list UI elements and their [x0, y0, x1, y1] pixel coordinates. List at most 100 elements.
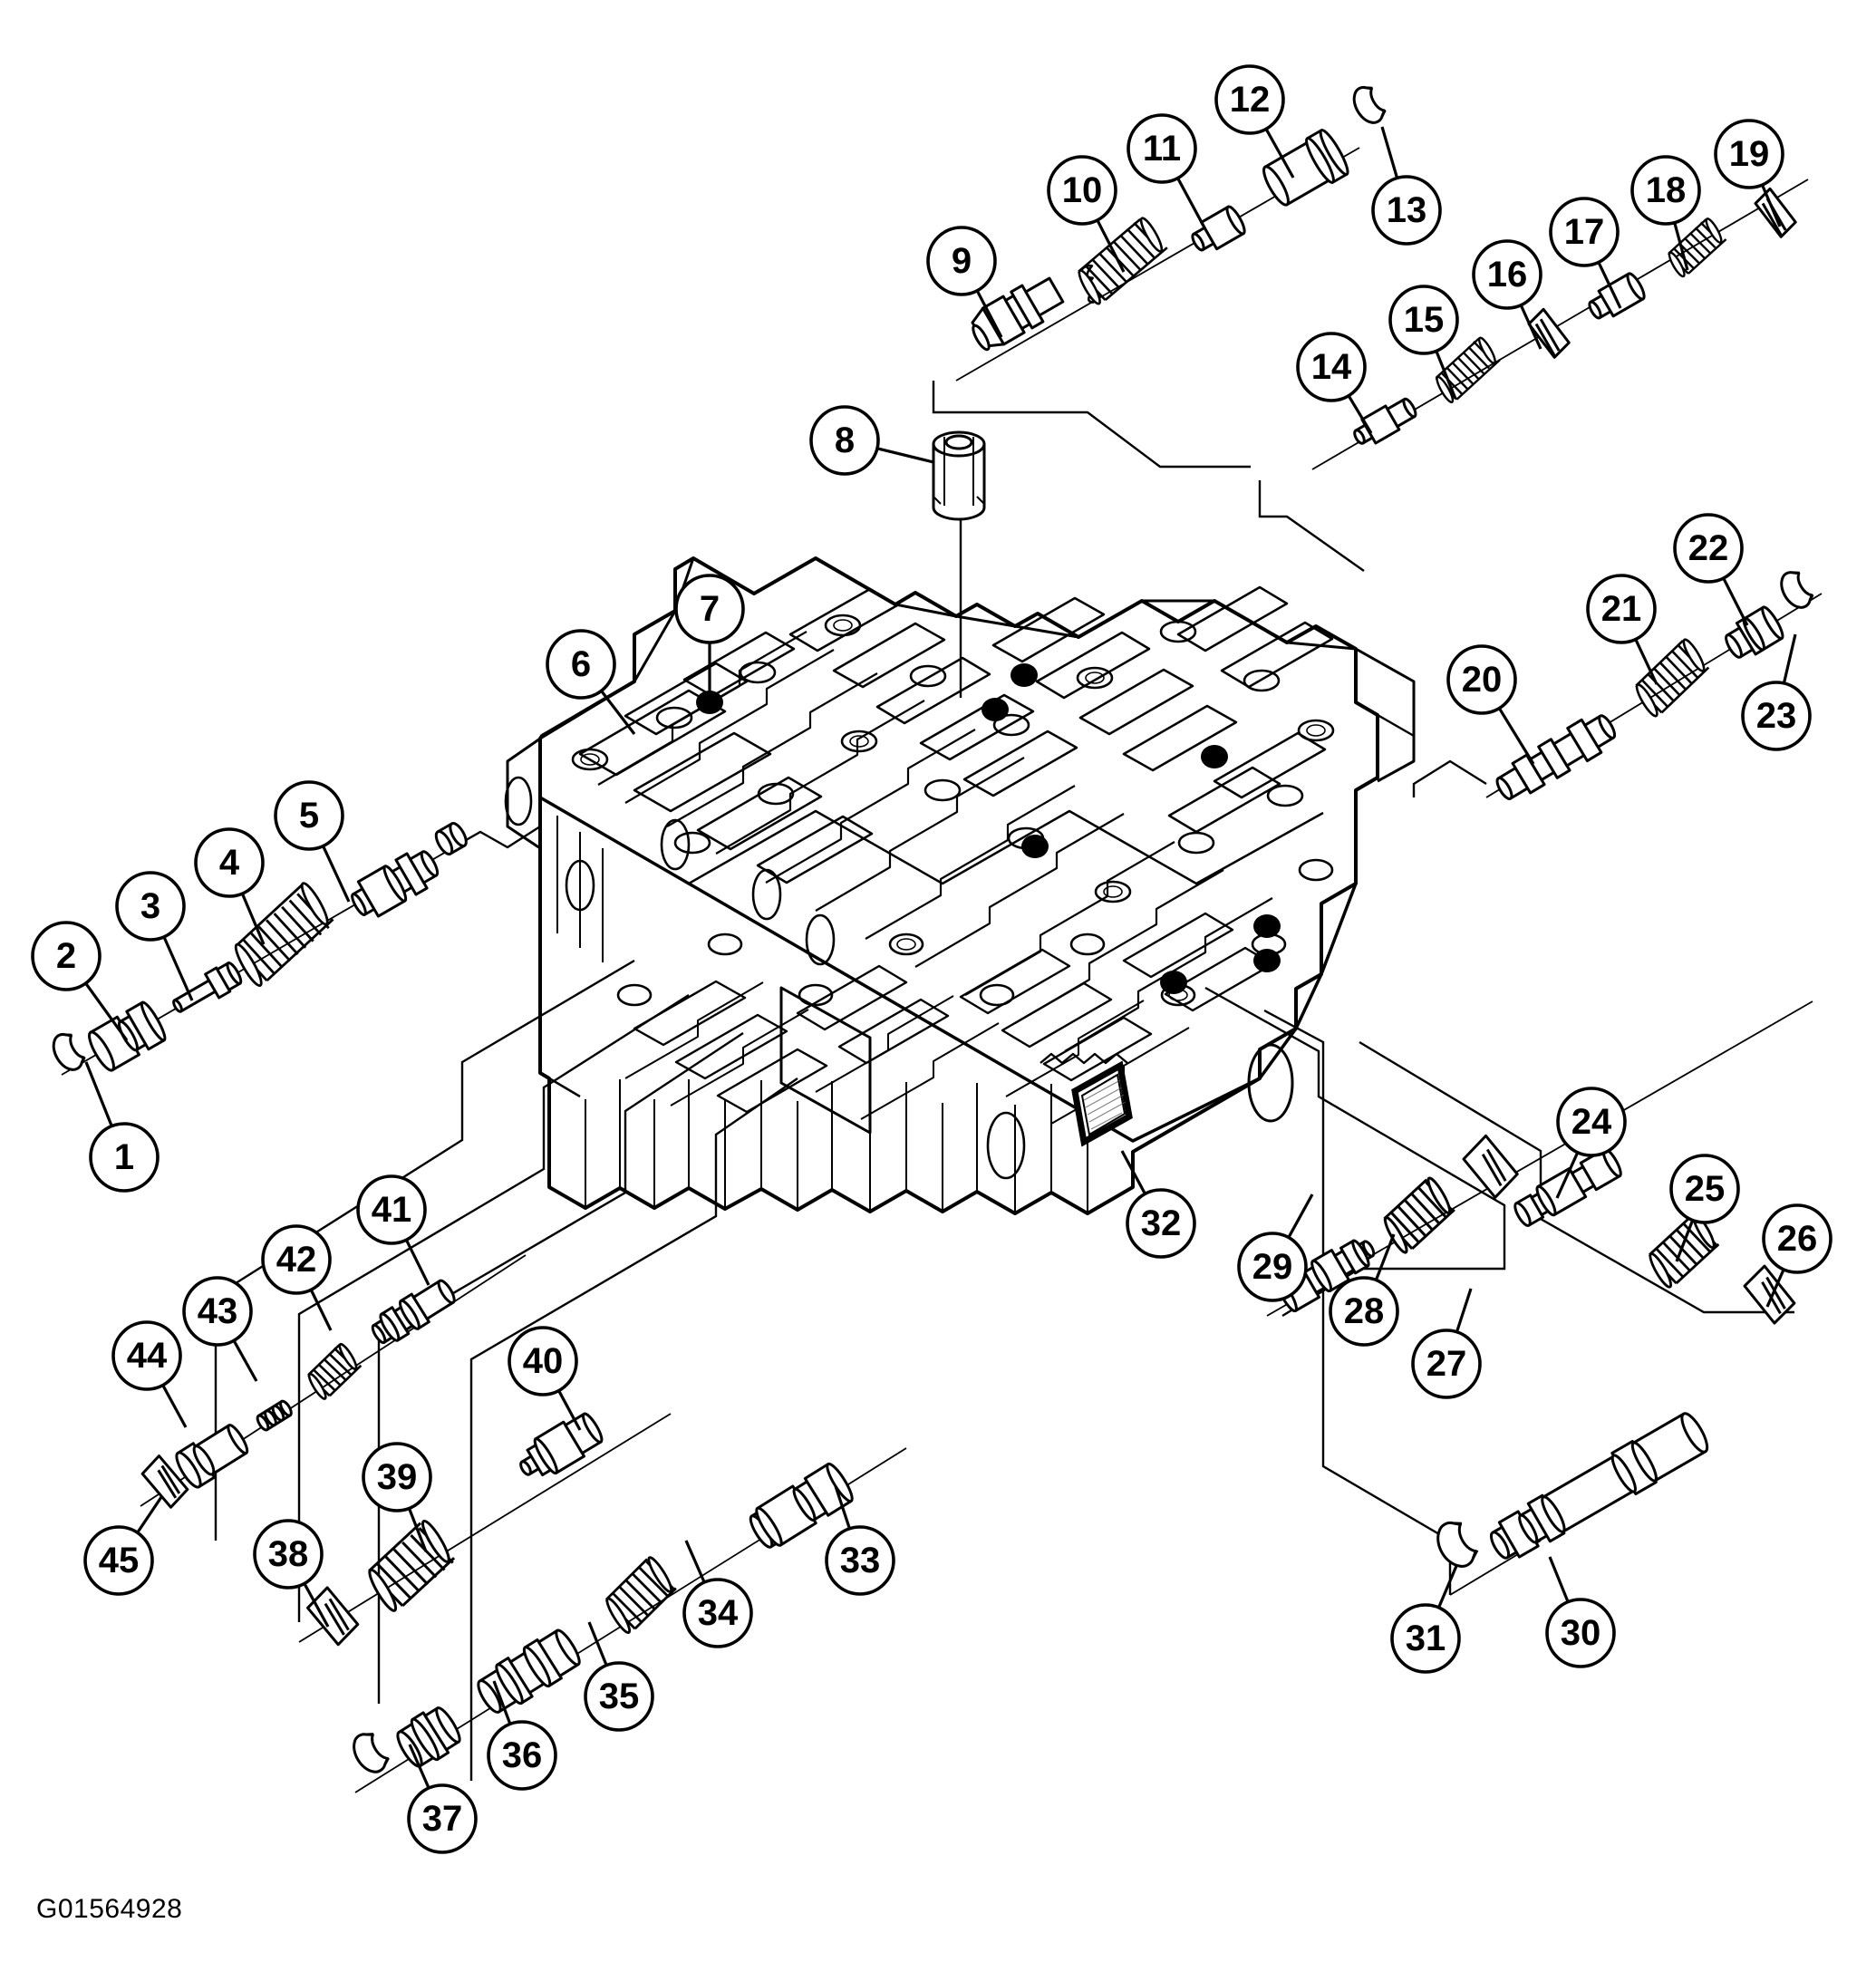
callout-circle-1[interactable] — [89, 1122, 160, 1193]
callout-circle-10[interactable] — [1047, 155, 1117, 226]
callout-circle-30[interactable] — [1545, 1598, 1616, 1668]
callout-25[interactable]: 25 — [1669, 1154, 1740, 1262]
callout-32[interactable]: 32 — [1120, 1150, 1196, 1259]
callout-26[interactable]: 26 — [1762, 1203, 1832, 1308]
callout-23[interactable]: 23 — [1741, 633, 1812, 751]
callout-18[interactable]: 18 — [1630, 155, 1701, 271]
callout-circle-45[interactable] — [83, 1525, 154, 1596]
callout-circle-26[interactable] — [1762, 1203, 1832, 1274]
callout-39[interactable]: 39 — [362, 1442, 432, 1552]
callout-41[interactable]: 41 — [356, 1174, 430, 1286]
callout-circle-21[interactable] — [1586, 574, 1657, 644]
callout-circle-38[interactable] — [253, 1519, 324, 1590]
callout-9[interactable]: 9 — [926, 226, 1003, 338]
callout-circle-15[interactable] — [1388, 285, 1459, 355]
callout-10[interactable]: 10 — [1047, 155, 1126, 273]
callout-circle-4[interactable] — [194, 827, 265, 898]
callout-circle-2[interactable] — [31, 921, 102, 991]
callout-circle-29[interactable] — [1237, 1232, 1308, 1302]
callout-circle-25[interactable] — [1669, 1154, 1740, 1224]
callout-circle-11[interactable] — [1127, 113, 1197, 184]
callout-16[interactable]: 16 — [1472, 239, 1542, 350]
callout-29[interactable]: 29 — [1237, 1193, 1314, 1302]
callout-circle-31[interactable] — [1390, 1603, 1461, 1674]
callout-33[interactable]: 33 — [825, 1485, 895, 1596]
callout-circle-34[interactable] — [682, 1578, 753, 1648]
callout-circle-3[interactable] — [115, 871, 186, 942]
callout-circle-20[interactable] — [1446, 644, 1517, 715]
callout-5[interactable]: 5 — [274, 780, 351, 903]
callout-circle-40[interactable] — [508, 1326, 578, 1396]
callout-circle-23[interactable] — [1741, 681, 1812, 751]
callout-36[interactable]: 36 — [487, 1680, 557, 1791]
callout-circle-8[interactable] — [809, 405, 880, 476]
callout-circle-16[interactable] — [1472, 239, 1542, 310]
callout-circle-6[interactable] — [546, 629, 616, 700]
callout-28[interactable]: 28 — [1329, 1233, 1399, 1347]
callout-37[interactable]: 37 — [407, 1744, 478, 1854]
callout-circle-41[interactable] — [356, 1174, 427, 1245]
callout-leader-45 — [136, 1496, 163, 1534]
callout-leader-29 — [1287, 1193, 1314, 1239]
callout-21[interactable]: 21 — [1586, 574, 1658, 685]
callout-circle-43[interactable] — [182, 1276, 253, 1347]
callout-circle-27[interactable] — [1411, 1329, 1482, 1399]
callout-number-44: 44 — [127, 1336, 168, 1376]
callout-circle-13[interactable] — [1371, 175, 1442, 246]
callout-circle-17[interactable] — [1549, 197, 1620, 267]
callout-circle-35[interactable] — [584, 1661, 654, 1732]
callout-circle-24[interactable] — [1556, 1087, 1627, 1157]
callout-circle-12[interactable] — [1214, 64, 1285, 135]
callout-circle-18[interactable] — [1630, 155, 1701, 226]
callout-circle-32[interactable] — [1126, 1188, 1196, 1259]
callout-2[interactable]: 2 — [31, 921, 129, 1041]
callout-number-15: 15 — [1404, 300, 1445, 340]
callout-14[interactable]: 14 — [1296, 332, 1373, 434]
callout-20[interactable]: 20 — [1446, 644, 1535, 765]
callout-6[interactable]: 6 — [546, 629, 636, 735]
callout-circle-19[interactable] — [1714, 119, 1784, 189]
callout-31[interactable]: 31 — [1390, 1565, 1461, 1674]
callout-number-4: 4 — [219, 843, 240, 883]
callout-45[interactable]: 45 — [83, 1496, 163, 1596]
callout-circle-37[interactable] — [407, 1783, 478, 1854]
callout-circle-42[interactable] — [261, 1224, 332, 1295]
callout-27[interactable]: 27 — [1411, 1288, 1482, 1399]
callout-number-34: 34 — [698, 1593, 739, 1633]
callout-12[interactable]: 12 — [1214, 64, 1295, 179]
callout-circle-5[interactable] — [274, 780, 344, 851]
callout-42[interactable]: 42 — [261, 1224, 333, 1331]
callout-leader-25 — [1675, 1219, 1695, 1262]
callout-circle-22[interactable] — [1673, 513, 1744, 584]
callout-24[interactable]: 24 — [1555, 1087, 1627, 1199]
callout-17[interactable]: 17 — [1549, 197, 1622, 309]
callout-43[interactable]: 43 — [182, 1276, 258, 1382]
callout-leader-35 — [587, 1621, 608, 1667]
callout-3[interactable]: 3 — [115, 871, 194, 1001]
callout-13[interactable]: 13 — [1371, 126, 1442, 246]
callout-30[interactable]: 30 — [1545, 1556, 1616, 1668]
callout-34[interactable]: 34 — [682, 1540, 753, 1648]
callout-38[interactable]: 38 — [253, 1519, 330, 1628]
callout-40[interactable]: 40 — [508, 1326, 582, 1431]
callout-circle-14[interactable] — [1296, 332, 1367, 402]
callout-7[interactable]: 7 — [674, 574, 745, 702]
callout-44[interactable]: 44 — [111, 1320, 188, 1428]
callout-4[interactable]: 4 — [194, 827, 266, 945]
callout-leader-24 — [1555, 1152, 1580, 1199]
callout-circle-28[interactable] — [1329, 1276, 1399, 1347]
callout-1[interactable]: 1 — [84, 1061, 160, 1193]
callout-35[interactable]: 35 — [584, 1621, 654, 1732]
callout-11[interactable]: 11 — [1127, 113, 1207, 230]
callout-circle-33[interactable] — [825, 1525, 895, 1596]
callout-circle-39[interactable] — [362, 1442, 432, 1512]
callout-circle-36[interactable] — [487, 1720, 557, 1791]
callout-8[interactable]: 8 — [809, 405, 934, 476]
callout-15[interactable]: 15 — [1388, 285, 1459, 400]
callout-circle-7[interactable] — [674, 574, 745, 644]
callout-22[interactable]: 22 — [1673, 513, 1749, 626]
callout-circle-9[interactable] — [926, 226, 997, 296]
callout-19[interactable]: 19 — [1714, 119, 1784, 227]
callout-leader-13 — [1380, 126, 1399, 179]
callout-circle-44[interactable] — [111, 1320, 182, 1391]
